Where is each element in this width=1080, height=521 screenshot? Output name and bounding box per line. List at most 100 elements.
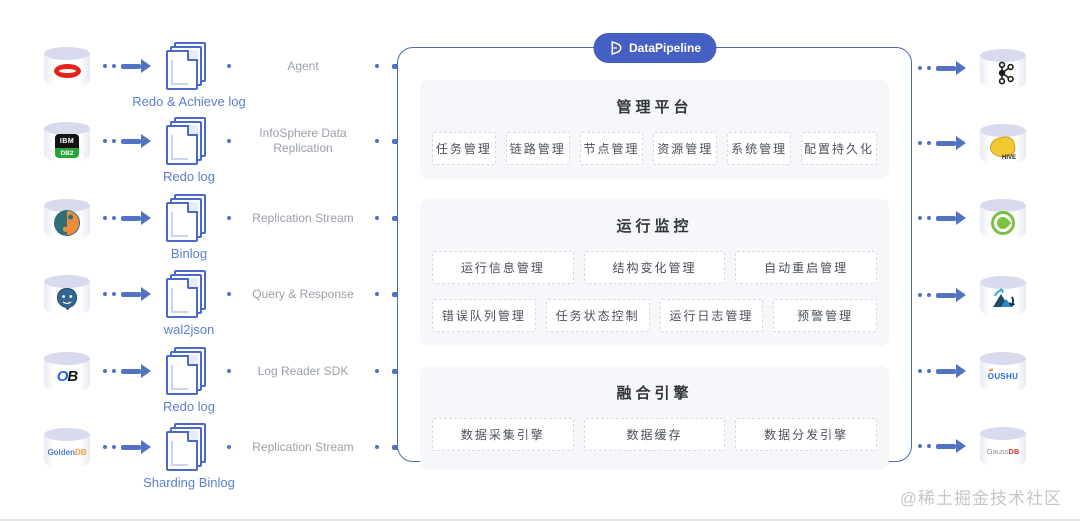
hive-icon: HIVE	[988, 134, 1017, 161]
log-label: Binlog	[170, 246, 208, 261]
log-file-stack-icon: Binlog	[164, 194, 214, 261]
log-file-stack-icon: Redo & Achieve log	[132, 42, 246, 109]
flow-arrow-icon	[918, 65, 966, 71]
flow-arrow-icon	[103, 215, 151, 221]
chip: 数据采集引擎	[432, 418, 574, 451]
target-db-cylinder	[980, 49, 1026, 90]
oushu-icon: OUSHU	[987, 371, 1019, 381]
flow-arrow-icon	[103, 368, 151, 374]
dot	[227, 64, 231, 68]
dot	[375, 139, 379, 143]
chip: 任务状态控制	[545, 299, 650, 332]
dot	[375, 445, 379, 449]
dot	[227, 216, 231, 220]
target-row-greenplum	[918, 194, 1026, 242]
flow-arrow-icon	[918, 292, 966, 298]
chip: 配置持久化	[800, 132, 877, 165]
chip: 节点管理	[579, 132, 644, 165]
gaussdb-icon: GaussDB	[986, 446, 1020, 456]
greenplum-icon	[991, 211, 1015, 235]
channel-label: Agent	[287, 58, 319, 73]
channel-label: Log Reader SDK	[257, 363, 349, 378]
chip: 运行日志管理	[659, 299, 764, 332]
chip: 数据分发引擎	[735, 418, 878, 451]
section-runtime-monitoring: 运行监控 运行信息管理 结构变化管理 自动重启管理 错误队列管理 任务状态控制 …	[420, 199, 889, 346]
source-db-cylinder: IBM DB2	[44, 122, 90, 163]
log-label: wal2json	[163, 322, 215, 337]
target-db-cylinder: GaussDB	[980, 427, 1026, 468]
target-row-gaussdb: GaussDB	[918, 422, 1026, 470]
flow-arrow-icon	[918, 140, 966, 146]
source-row-goldendb: GoldenDB Sharding Binlog Replication Str…	[44, 423, 422, 490]
section-title: 管理平台	[616, 99, 693, 116]
source-db-cylinder	[44, 275, 90, 316]
kafka-icon	[998, 61, 1014, 85]
log-file-stack-icon: wal2json	[164, 270, 214, 337]
target-row-hive: HIVE	[918, 119, 1026, 167]
log-file-stack-icon: Redo log	[163, 347, 215, 414]
chip: 系统管理	[727, 132, 791, 165]
source-row-oracle: Redo & Achieve log Agent	[44, 42, 422, 109]
chip: 资源管理	[653, 132, 718, 165]
dot	[227, 445, 231, 449]
datapipeline-badge: DataPipeline	[592, 33, 717, 63]
bottom-divider	[0, 519, 1080, 521]
source-row-postgresql: wal2json Query & Response	[44, 270, 422, 337]
postgresql-icon	[56, 287, 78, 311]
flow-arrow-icon	[918, 443, 966, 449]
target-db-cylinder: OUSHU	[980, 352, 1026, 393]
channel-label: Query & Response	[252, 286, 354, 301]
flow-arrow-icon	[918, 215, 966, 221]
channel-label: Replication Stream	[252, 210, 354, 225]
dot	[375, 292, 379, 296]
datapipeline-box: DataPipeline 管理平台 任务管理 链路管理 节点管理 资源管理 系统…	[397, 33, 912, 469]
chip: 自动重启管理	[735, 251, 878, 284]
chip: 运行信息管理	[432, 251, 574, 284]
flow-arrow-icon	[918, 368, 966, 374]
section-fusion-engine: 融合引擎 数据采集引擎 数据缓存 数据分发引擎	[420, 366, 889, 469]
mountain-sync-icon	[993, 288, 1015, 307]
log-label: Redo log	[162, 169, 216, 184]
badge-label: DataPipeline	[628, 41, 702, 55]
chip: 预警管理	[773, 299, 877, 332]
target-db-cylinder: HIVE	[980, 124, 1026, 165]
source-db-cylinder: GoldenDB	[44, 428, 90, 469]
ibm-db2-icon: IBM DB2	[55, 134, 79, 158]
target-db-cylinder	[980, 199, 1026, 240]
log-file-stack-icon: Sharding Binlog	[143, 423, 235, 490]
chip: 错误队列管理	[432, 299, 536, 332]
chip: 数据缓存	[583, 418, 726, 451]
flow-arrow-icon	[103, 291, 151, 297]
chip: 结构变化管理	[583, 251, 726, 284]
dot	[375, 64, 379, 68]
source-row-oceanbase: OB Redo log Log Reader SDK	[44, 347, 422, 414]
log-label: Redo & Achieve log	[132, 94, 246, 109]
source-db-cylinder: OB	[44, 352, 90, 393]
source-row-taiji-db: Binlog Replication Stream	[44, 194, 422, 261]
target-row-mountain-sync	[918, 271, 1026, 319]
chip: 任务管理	[432, 132, 496, 165]
target-row-oushu: OUSHU	[918, 347, 1026, 395]
dot	[375, 369, 379, 373]
channel-label: Replication Stream	[252, 439, 354, 454]
section-title: 融合引擎	[616, 385, 693, 402]
log-label: Redo log	[162, 399, 216, 414]
dot	[375, 216, 379, 220]
dot	[227, 369, 231, 373]
flow-arrow-icon	[103, 63, 151, 69]
taiji-db-icon	[51, 207, 83, 239]
goldendb-icon: GoldenDB	[47, 447, 87, 457]
flow-arrow-icon	[103, 444, 151, 450]
section-title: 运行监控	[616, 218, 693, 235]
flow-arrow-icon	[103, 138, 151, 144]
source-db-cylinder	[44, 199, 90, 240]
target-row-kafka	[918, 44, 1026, 92]
log-file-stack-icon: Redo log	[163, 117, 215, 184]
oceanbase-icon: OB	[56, 367, 79, 385]
dot	[227, 139, 231, 143]
channel-label: InfoSphere Data Replication	[259, 126, 347, 155]
watermark: @稀土掘金技术社区	[899, 489, 1062, 508]
source-row-db2: IBM DB2 Redo log InfoSphere Data Replica…	[44, 117, 422, 184]
section-management-platform: 管理平台 任务管理 链路管理 节点管理 资源管理 系统管理 配置持久化	[420, 80, 889, 179]
